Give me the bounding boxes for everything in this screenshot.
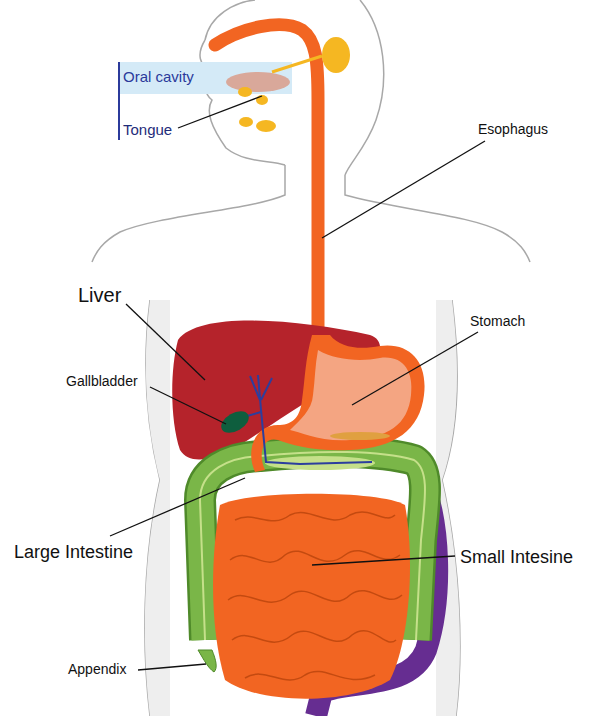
small-intestine-folds <box>228 512 402 680</box>
part-label: Large Intestine <box>14 543 133 563</box>
stomach-folds <box>330 432 390 440</box>
body-outline <box>92 0 530 716</box>
part-label: Small Intesine <box>460 548 573 568</box>
tongue <box>226 72 290 92</box>
appendix <box>198 650 216 672</box>
part-label: Appendix <box>68 662 126 677</box>
oral-cavity-band <box>120 62 292 94</box>
stomach-wall <box>251 335 424 472</box>
part-label: Oral cavity <box>123 69 194 86</box>
salivary-glands <box>238 37 350 132</box>
part-label: Gallbladder <box>66 374 138 389</box>
body-shade <box>145 300 170 716</box>
esophagus <box>215 25 318 342</box>
part-label: Stomach <box>470 314 525 329</box>
part-label: Tongue <box>123 122 172 139</box>
part-label: Liver <box>78 284 121 306</box>
bracket-line <box>118 62 120 140</box>
stomach <box>290 350 411 440</box>
small-intestine <box>213 494 410 699</box>
bile-ducts <box>240 375 372 464</box>
salivary-duct <box>272 56 322 72</box>
leader-lines <box>110 96 485 670</box>
part-label: Esophagus <box>478 122 548 137</box>
